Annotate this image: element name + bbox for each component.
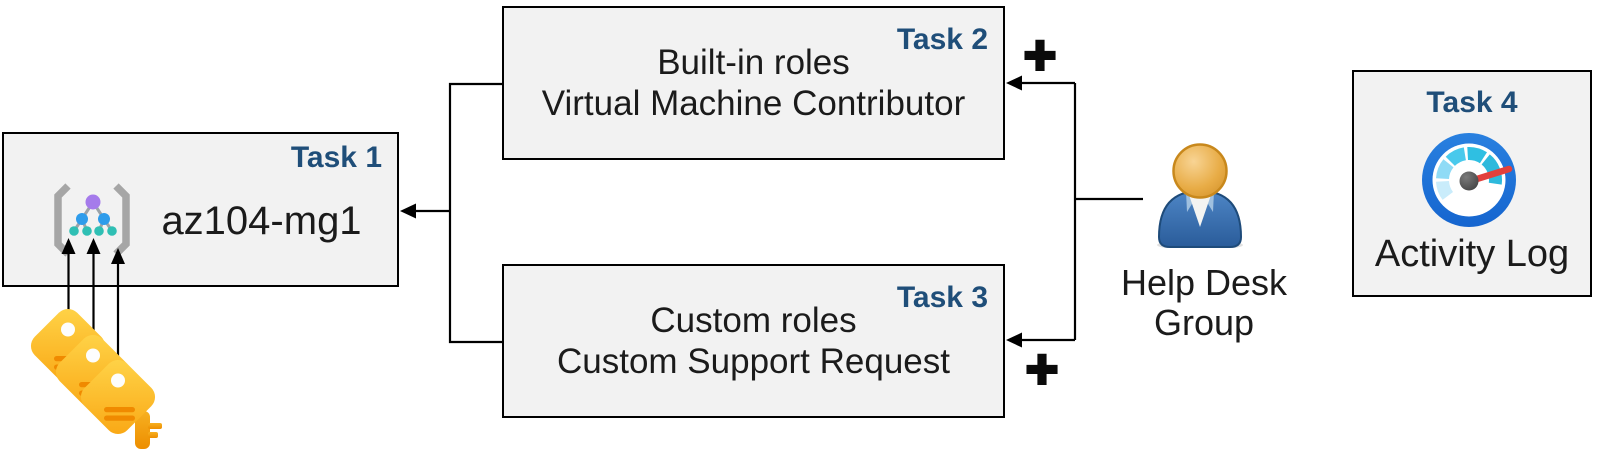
gauge-hub bbox=[1459, 171, 1479, 191]
task2-line1: Built-in roles bbox=[657, 43, 850, 82]
task3-box: Task 3 Custom roles Custom Support Reque… bbox=[502, 264, 1005, 418]
help-desk-group-label: Help Desk Group bbox=[1104, 263, 1304, 343]
task4-label: Task 4 bbox=[1426, 86, 1518, 119]
help-desk-label-line2: Group bbox=[1153, 302, 1255, 343]
management-group-name: az104-mg1 bbox=[161, 199, 362, 243]
arrowhead-to-task2 bbox=[1006, 75, 1022, 91]
task4-box: Task 4 Activity Log bbox=[1352, 70, 1592, 297]
task1-box: Task 1 az104-mg1 bbox=[2, 132, 399, 287]
task3-line2: Custom Support Request bbox=[557, 342, 950, 381]
task1-label: Task 1 bbox=[290, 141, 382, 174]
activity-log-gauge-icon bbox=[1422, 133, 1516, 227]
task2-label: Task 2 bbox=[896, 23, 988, 56]
task2-line2: Virtual Machine Contributor bbox=[541, 84, 966, 123]
plus-icon-task2: + bbox=[1022, 21, 1058, 87]
person-collar bbox=[1188, 192, 1212, 227]
activity-log-caption: Activity Log bbox=[1374, 233, 1570, 275]
task3-line1: Custom roles bbox=[650, 301, 857, 340]
gauge-dial-segments bbox=[1436, 146, 1503, 200]
arrowhead-to-task1 bbox=[400, 203, 416, 219]
task3-label: Task 3 bbox=[896, 281, 988, 314]
left-bracket-connector bbox=[448, 82, 502, 344]
key-icons bbox=[25, 303, 162, 449]
user-person-icon bbox=[1157, 143, 1243, 248]
help-desk-label-line1: Help Desk bbox=[1120, 262, 1288, 303]
management-group-icon bbox=[54, 183, 130, 257]
task2-box: Task 2 Built-in roles Virtual Machine Co… bbox=[502, 6, 1005, 160]
plus-icon-task3: + bbox=[1024, 335, 1060, 401]
person-head bbox=[1172, 143, 1228, 199]
